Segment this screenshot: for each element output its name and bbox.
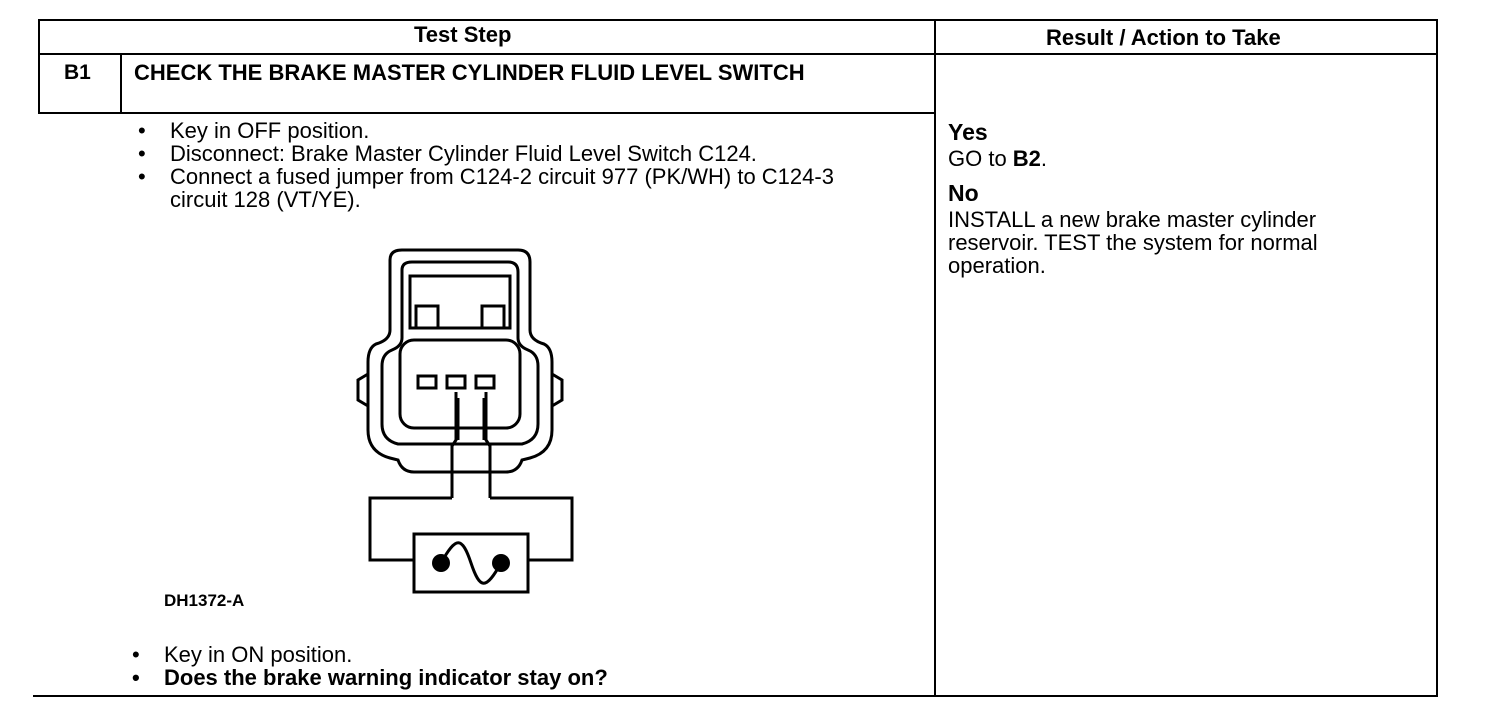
- table-bottom-border: [33, 695, 1438, 697]
- table-left-border: [38, 19, 40, 114]
- header-test-step: Test Step: [414, 22, 512, 47]
- instruction-item: Key in OFF position.: [132, 119, 892, 142]
- terminal-pin-icon: [416, 374, 496, 390]
- result-yes-target: B2: [1012, 146, 1041, 171]
- table-right-border: [1436, 19, 1438, 697]
- instructions-before-list: Key in OFF position. Disconnect: Brake M…: [132, 119, 892, 211]
- instruction-item: Key in ON position.: [126, 643, 886, 666]
- fuse-icon: [412, 532, 530, 594]
- result-yes-label: Yes: [948, 119, 988, 145]
- result-yes-action-prefix: GO to: [948, 146, 1013, 171]
- result-yes-action-suffix: .: [1040, 146, 1048, 171]
- step-id-divider: [120, 53, 122, 114]
- header-result-action: Result / Action to Take: [1046, 25, 1281, 50]
- instructions-after-list: Key in ON position. Does the brake warni…: [126, 643, 886, 689]
- instruction-item: Connect a fused jumper from C124-2 circu…: [132, 165, 850, 211]
- step-title-bottom-border: [38, 112, 934, 114]
- result-no-action: INSTALL a new brake master cylinder rese…: [948, 207, 1318, 278]
- jumper-wire-icon: [368, 392, 574, 562]
- header-bottom-border: [38, 53, 1438, 55]
- step-id: B1: [64, 61, 91, 84]
- question-item: Does the brake warning indicator stay on…: [126, 666, 886, 689]
- result-no-label: No: [948, 180, 979, 206]
- connector-jumper-diagram: [356, 248, 574, 594]
- table-top-border: [38, 19, 1438, 21]
- result-yes-action: GO to B2.: [948, 147, 1047, 170]
- figure-id: DH1372-A: [164, 591, 245, 610]
- column-divider: [934, 19, 936, 697]
- connector-housing-icon: [356, 248, 564, 474]
- instruction-item: Disconnect: Brake Master Cylinder Fluid …: [132, 142, 892, 165]
- step-title: CHECK THE BRAKE MASTER CYLINDER FLUID LE…: [134, 60, 805, 85]
